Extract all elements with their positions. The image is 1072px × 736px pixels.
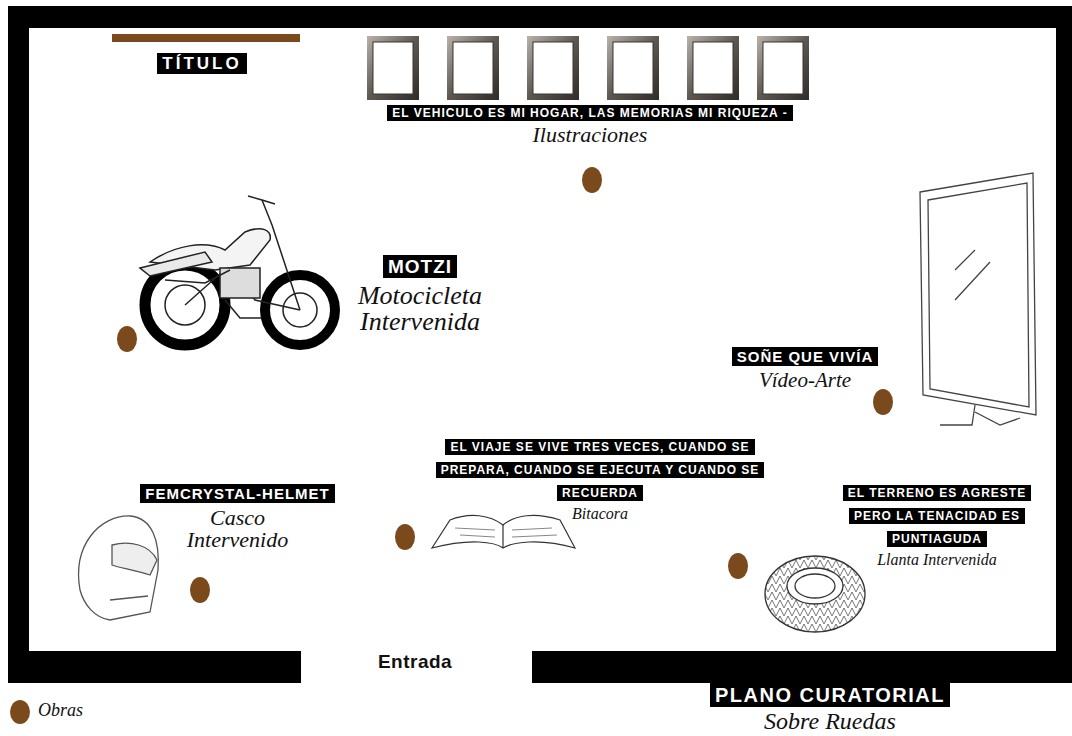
artwork-type: Llanta Intervenida bbox=[828, 552, 1046, 568]
artwork-label: SOÑE QUE VIVÍA Vídeo-Arte bbox=[700, 346, 910, 391]
picture-frame bbox=[757, 36, 809, 100]
entrance-label: Entrada bbox=[374, 651, 456, 672]
picture-frame bbox=[687, 36, 739, 100]
artwork-label: EL VIAJE SE VIVE TRES VECES, CUANDO SE P… bbox=[420, 435, 780, 522]
entrance-label-box: Entrada bbox=[340, 651, 490, 673]
picture-frame bbox=[607, 36, 659, 100]
frame-inner bbox=[763, 42, 803, 94]
title-placeholder-box: TÍTULO bbox=[148, 54, 256, 74]
title-placeholder: TÍTULO bbox=[157, 53, 246, 74]
legend-text: Obras bbox=[38, 700, 83, 721]
plan-caption: Sobre Ruedas bbox=[660, 709, 1000, 733]
screen-drawing bbox=[920, 173, 1036, 425]
artwork-title: FEMCRYSTAL-HELMET bbox=[105, 483, 370, 505]
frame-inner bbox=[373, 42, 413, 94]
artwork-type: Vídeo-Arte bbox=[705, 370, 905, 391]
artwork-type: Motocicleta Intervenida bbox=[335, 283, 505, 335]
title-band: EL TERRENO ES AGRESTE PERO LA TENACIDAD … bbox=[843, 485, 1031, 547]
picture-frames bbox=[367, 36, 809, 100]
artwork-label: MOTZI Motocicleta Intervenida bbox=[335, 254, 505, 335]
plan-title: PLANO CURATORIAL bbox=[710, 683, 950, 707]
legend-swatch bbox=[10, 700, 30, 724]
frame-inner bbox=[533, 42, 573, 94]
picture-frame bbox=[447, 36, 499, 100]
artwork-type: Casco Intervenido bbox=[168, 507, 308, 551]
tire-drawing bbox=[765, 556, 865, 632]
title-band: EL VIAJE SE VIVE TRES VECES, CUANDO SE P… bbox=[436, 439, 765, 501]
plan-title-box: PLANO CURATORIALSobre Ruedas bbox=[660, 684, 1000, 733]
artwork-title: MOTZI bbox=[335, 254, 505, 281]
helmet-drawing bbox=[79, 516, 159, 620]
plan-title-line: PLANO CURATORIAL bbox=[660, 684, 1000, 707]
title-band: FEMCRYSTAL-HELMET bbox=[140, 484, 334, 503]
picture-frame bbox=[527, 36, 579, 100]
title-band: SOÑE QUE VIVÍA bbox=[732, 347, 879, 366]
title-band: EL VEHICULO ES MI HOGAR, LAS MEMORIAS MI… bbox=[387, 105, 792, 121]
walls bbox=[8, 6, 1072, 683]
frame-inner bbox=[693, 42, 733, 94]
title-bar bbox=[112, 34, 300, 42]
artwork-label: FEMCRYSTAL-HELMET Casco Intervenido bbox=[105, 483, 370, 551]
artwork-type: Ilustraciones bbox=[440, 124, 740, 146]
artwork-type: Bitacora bbox=[500, 506, 700, 522]
artwork-label: EL TERRENO ES AGRESTE PERO LA TENACIDAD … bbox=[828, 481, 1046, 568]
motorcycle-drawing bbox=[140, 196, 335, 345]
frame-inner bbox=[613, 42, 653, 94]
artwork-label: EL VEHICULO ES MI HOGAR, LAS MEMORIAS MI… bbox=[360, 103, 820, 146]
title-band: MOTZI bbox=[383, 255, 457, 278]
artwork-title: EL VIAJE SE VIVE TRES VECES, CUANDO SE P… bbox=[420, 435, 780, 504]
artwork-title: EL TERRENO ES AGRESTE PERO LA TENACIDAD … bbox=[828, 481, 1046, 550]
picture-frame bbox=[367, 36, 419, 100]
frame-inner bbox=[453, 42, 493, 94]
book-drawing bbox=[432, 515, 575, 548]
artwork-title: SOÑE QUE VIVÍA bbox=[700, 346, 910, 368]
artwork-title: EL VEHICULO ES MI HOGAR, LAS MEMORIAS MI… bbox=[360, 103, 820, 122]
